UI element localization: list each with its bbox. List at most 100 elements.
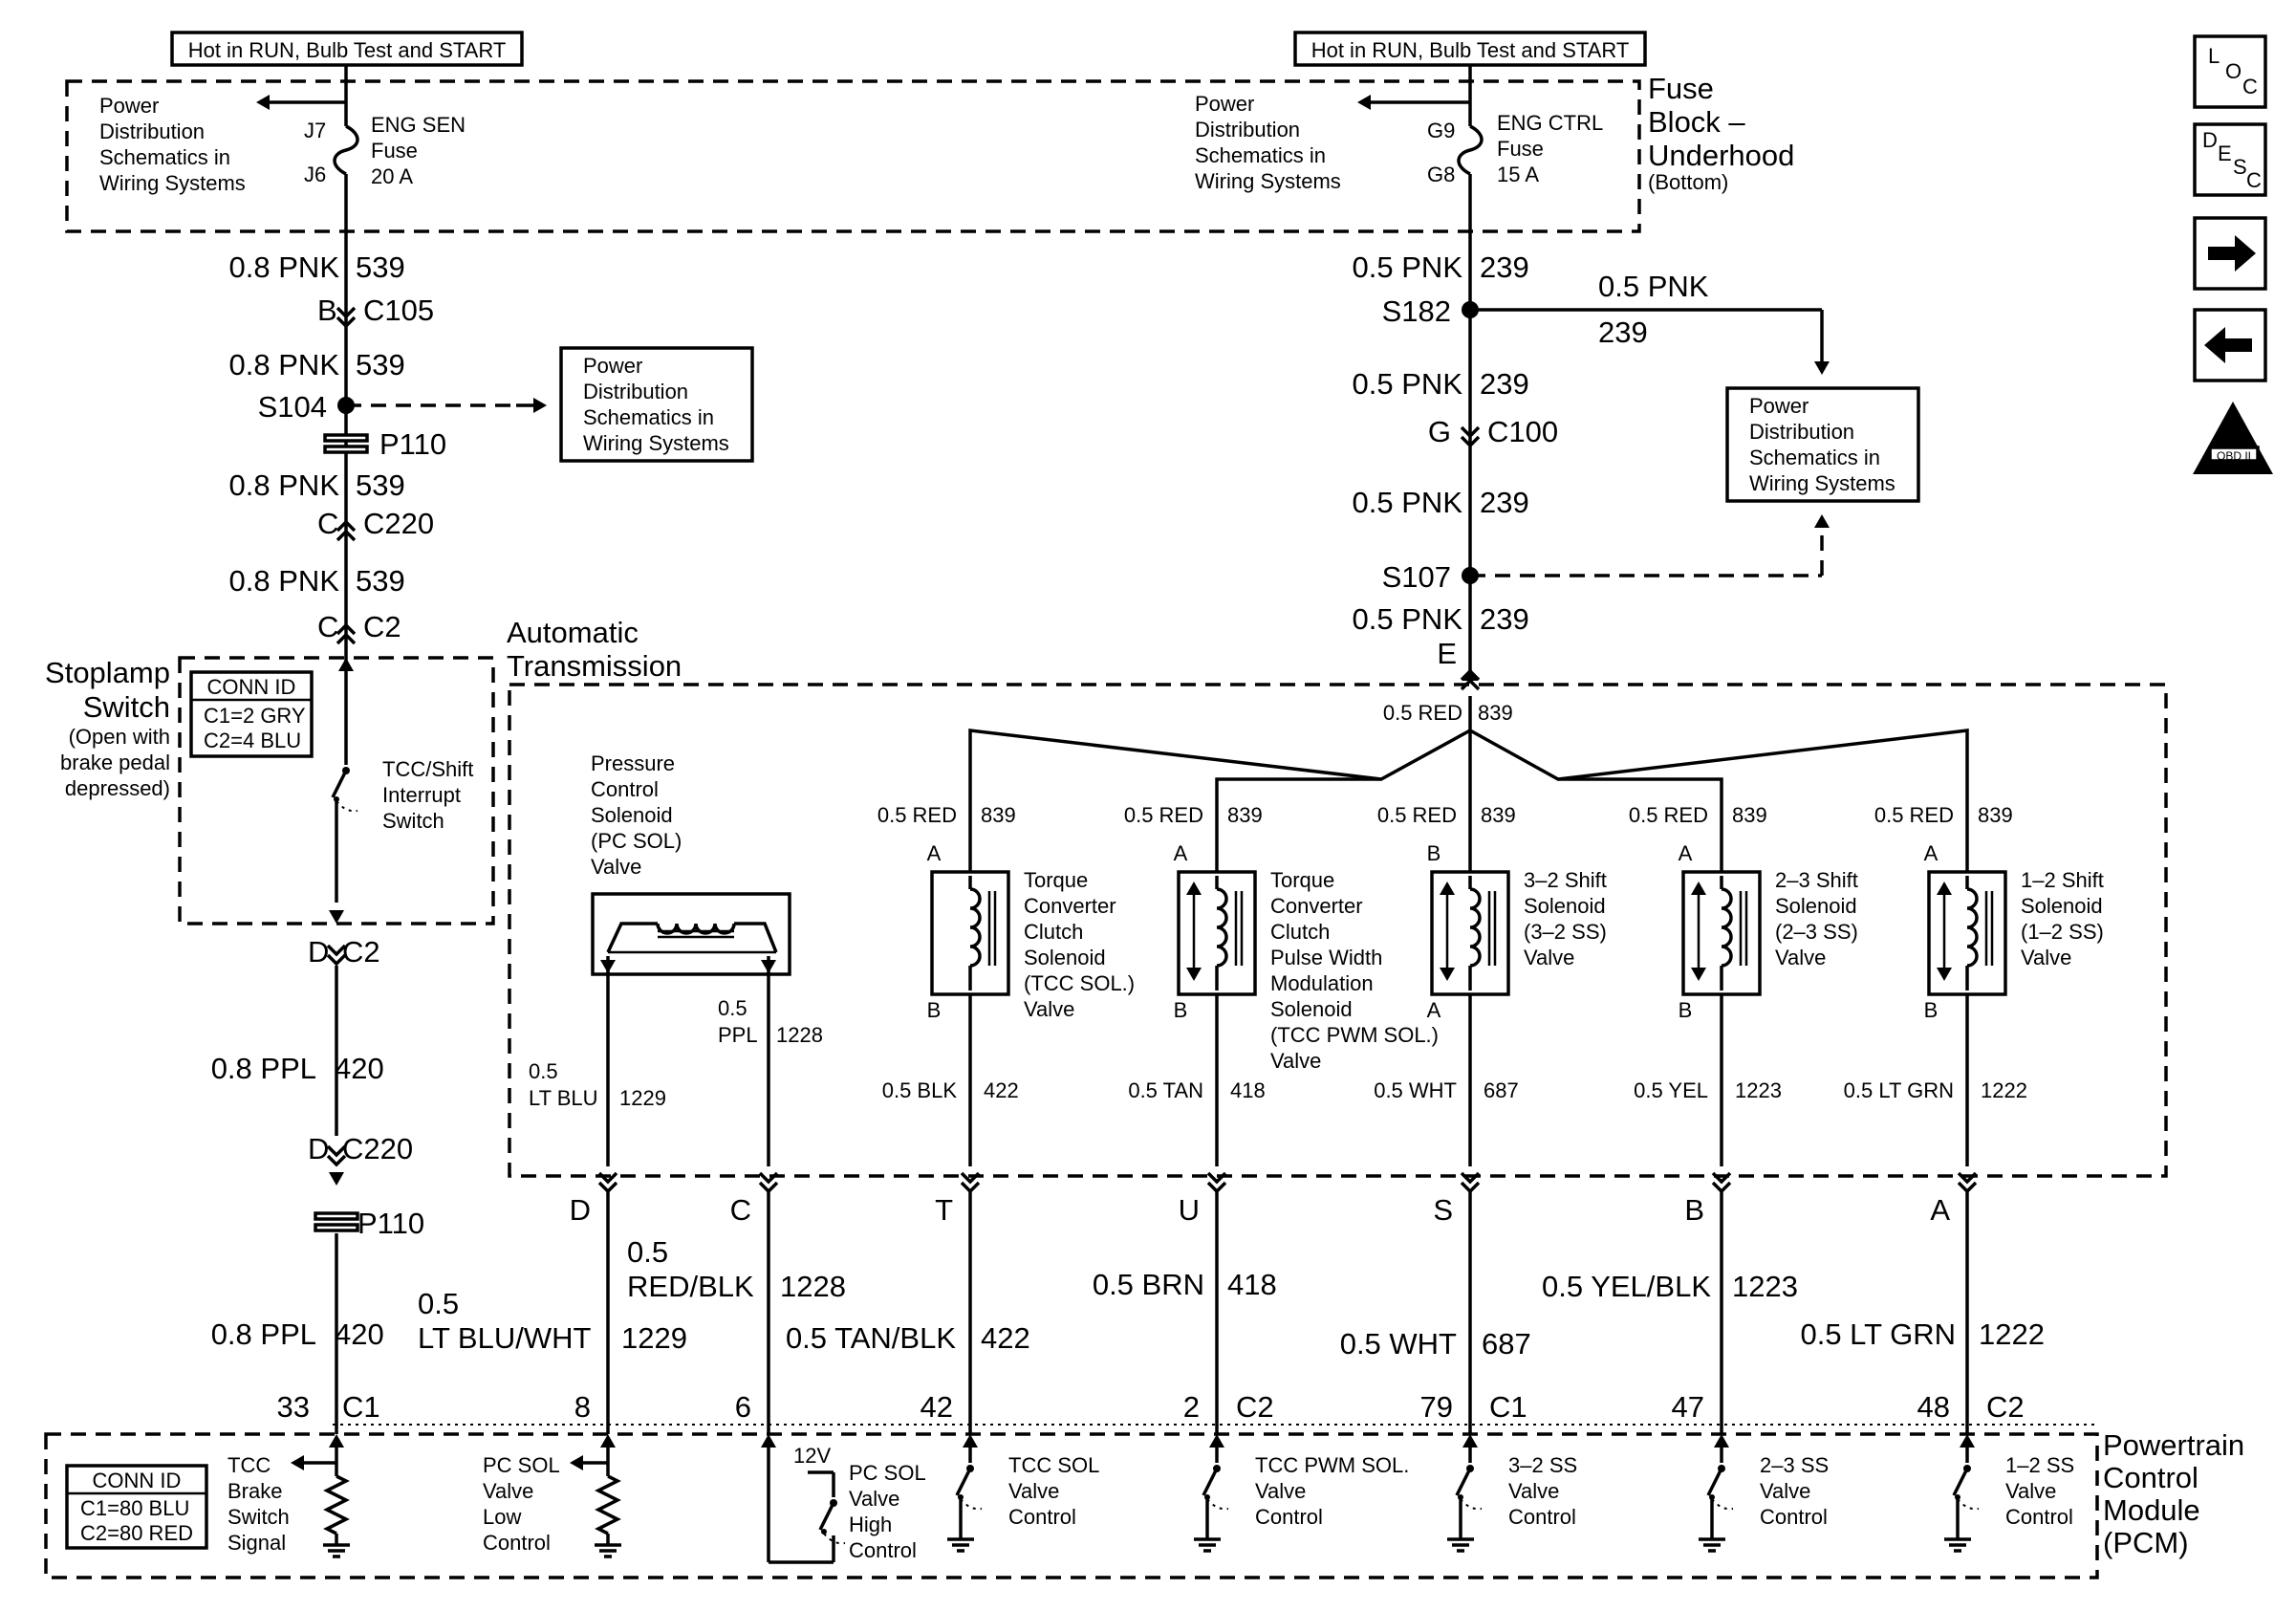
pc-sol-label: Control [591, 777, 659, 801]
fuse-icon [1457, 124, 1484, 176]
pcm-title: Control [2103, 1461, 2199, 1494]
obd-icon-text: OBD II [2217, 449, 2251, 463]
desc-icon-text: C [2246, 168, 2262, 192]
pcm-function-label: 2–3 SS [1760, 1453, 1829, 1477]
pcm-function-label: Control [1255, 1505, 1323, 1529]
arrow-up-icon [600, 1434, 616, 1448]
pcm-circuit: 422 [981, 1321, 1030, 1355]
connector-icon [336, 529, 357, 542]
wire-color: 0.5 PNK [1598, 270, 1709, 303]
coil-icon [1216, 887, 1228, 968]
switch-link-icon [336, 800, 358, 813]
solenoid-circuit: 839 [1481, 803, 1516, 827]
solenoid-label: Solenoid [1775, 894, 1857, 918]
diode-arrow-icon [1440, 968, 1455, 981]
stoplamp-note: brake pedal [60, 751, 170, 774]
circuit-number: 539 [356, 348, 405, 381]
solenoid-label: Clutch [1024, 920, 1083, 944]
solenoid-wire-color: 0.5 TAN [1128, 1078, 1203, 1102]
pcm-pin: 79 [1420, 1390, 1453, 1424]
solenoid-pin: A [1427, 998, 1441, 1022]
desc-icon-text: S [2233, 155, 2247, 179]
solenoid-circuit: 418 [1230, 1078, 1266, 1102]
transmission-border [508, 683, 2168, 1178]
solenoid-pin: A [1174, 841, 1188, 865]
obd-icon-band [2208, 446, 2260, 463]
pc-wire-color: PPL [718, 1023, 758, 1047]
switch-link-icon [823, 1533, 846, 1545]
solenoid-label: Solenoid [2021, 894, 2103, 918]
connector-icon [326, 1144, 347, 1158]
wire-color: 0.5 PNK [1353, 486, 1463, 519]
solenoid-label: (2–3 SS) [1775, 920, 1858, 944]
solenoid-label: (TCC PWM SOL.) [1270, 1023, 1439, 1047]
switch-contact-icon [1955, 1494, 1960, 1500]
wire-path [1557, 729, 1969, 876]
solenoid-pin: B [1427, 841, 1441, 865]
pcm-pin: 33 [277, 1390, 310, 1424]
wire-color: 0.5 PNK [1353, 602, 1463, 636]
switch-link-icon [1206, 1498, 1229, 1511]
power-dist-text: Wiring Systems [1749, 471, 1895, 495]
pc-sol-label: Solenoid [591, 803, 673, 827]
pc-circuit: 1228 [776, 1023, 823, 1047]
fuse-pin: J7 [304, 119, 326, 142]
pcm-function-label: Valve [1760, 1479, 1810, 1503]
connector-icon [1460, 678, 1481, 691]
solenoid-pin: B [1679, 998, 1693, 1022]
desc-icon-text: E [2218, 142, 2232, 165]
circuit-number: 420 [335, 1317, 384, 1351]
connector-label: C105 [363, 294, 434, 327]
splice-label: S104 [258, 390, 327, 424]
switch-link-icon [1711, 1498, 1734, 1511]
solenoid-circuit: 1223 [1735, 1078, 1782, 1102]
switch-blade-icon [955, 1468, 972, 1496]
loc-icon-text: C [2242, 75, 2258, 98]
pc-wire-color: 0.5 [529, 1059, 558, 1083]
connector-label: C2 [363, 610, 401, 643]
solenoid-label: Solenoid [1524, 894, 1606, 918]
connector-icon [1460, 1171, 1481, 1185]
arrow-up-icon [1462, 1434, 1478, 1448]
power-dist-text: Wiring Systems [583, 431, 729, 455]
power-dist-text: Schematics in [1749, 446, 1880, 469]
solenoid-pin: A [1679, 841, 1693, 865]
obd-icon-roman: II [2228, 426, 2240, 450]
circuit-number: 420 [335, 1052, 384, 1085]
fuse-label: ENG SEN [371, 113, 466, 137]
arrow-up-icon [963, 1434, 978, 1448]
fuse-label: ENG CTRL [1497, 111, 1603, 135]
power-dist-text: Distribution [583, 380, 688, 403]
diode-arrow-icon [1440, 882, 1455, 895]
pin-label: D [308, 935, 329, 969]
switch-label: Interrupt [382, 783, 461, 807]
coil-icon [969, 887, 982, 968]
solenoid-label: 1–2 Shift [2021, 868, 2104, 892]
power-dist-text: Power [99, 94, 159, 118]
power-dist-text: Schematics in [583, 405, 714, 429]
pcm-wire-color: 0.5 [627, 1235, 668, 1269]
solenoid-label: Pulse Width [1270, 946, 1382, 969]
solenoid-label: Solenoid [1024, 946, 1106, 969]
pcm-function-label: Control [1008, 1505, 1076, 1529]
solenoid-wire-color: 0.5 LT GRN [1844, 1078, 1954, 1102]
pcm-function-label: Low [483, 1505, 521, 1529]
pcm-pin: 8 [574, 1390, 591, 1424]
switch-contact-icon [1204, 1494, 1210, 1500]
solenoid-circuit: 839 [1732, 803, 1767, 827]
circuit-number: 239 [1480, 367, 1529, 401]
fuse-pin: G9 [1427, 119, 1455, 142]
connector-icon [326, 944, 347, 957]
bus-circuit: 839 [1478, 701, 1513, 725]
inline-connector-icon [323, 445, 369, 454]
inline-connector-icon [323, 433, 369, 443]
circuit-number: 239 [1598, 316, 1648, 349]
inline-connector-icon [314, 1223, 359, 1232]
switch-blade-icon [331, 770, 348, 798]
solenoid-wire-color: 0.5 YEL [1634, 1078, 1708, 1102]
arrow-up-icon [329, 1434, 344, 1448]
connector-icon [597, 1171, 618, 1185]
arrow-up-icon [338, 658, 354, 671]
solenoid-label: Torque [1270, 868, 1334, 892]
pcm-title: Powertrain [2103, 1428, 2244, 1462]
